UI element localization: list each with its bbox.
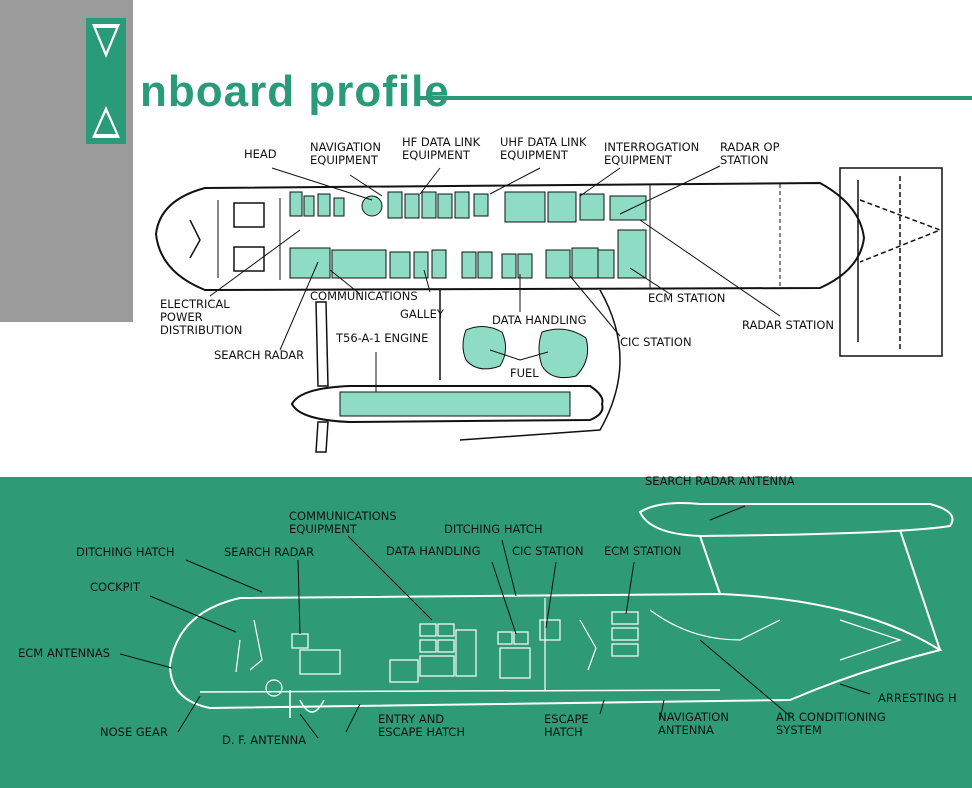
label-electrical-power: ELECTRICAL POWER DISTRIBUTION	[160, 297, 243, 337]
top-fuselage-plan	[154, 181, 866, 292]
label-ecm-station-bottom: ECM STATION	[604, 544, 682, 558]
label-ditching-hatch-mid: DITCHING HATCH	[444, 522, 543, 536]
label-df-antenna: D. F. ANTENNA	[222, 733, 307, 747]
top-cockpit-seats	[189, 202, 265, 272]
label-hf-data-link: HF DATA LINK EQUIPMENT	[402, 135, 481, 162]
label-ditching-hatch-left: DITCHING HATCH	[76, 545, 175, 559]
label-radar-station: RADAR STATION	[742, 318, 835, 332]
top-leader-lines	[209, 165, 781, 392]
label-engine: T56-A-1 ENGINE	[336, 331, 429, 345]
top-tail-assembly	[839, 167, 943, 357]
label-uhf-data-link: UHF DATA LINK EQUIPMENT	[500, 135, 587, 162]
label-nose-gear: NOSE GEAR	[100, 725, 168, 739]
bottom-interior-equipment	[235, 598, 902, 697]
label-cic-station-bottom: CIC STATION	[512, 544, 584, 558]
label-communications: COMMUNICATIONS	[310, 289, 418, 303]
label-navigation-antenna: NAVIGATION ANTENNA	[658, 710, 729, 737]
bottom-leader-lines	[119, 505, 871, 739]
label-ecm-station: ECM STATION	[648, 291, 726, 305]
label-air-conditioning: AIR CONDITIONING SYSTEM	[776, 710, 886, 737]
label-cic-station: CIC STATION	[620, 335, 692, 349]
y-shaped-initial-icon	[86, 18, 126, 144]
label-escape-hatch: ESCAPE HATCH	[544, 712, 589, 739]
label-head: HEAD	[244, 147, 277, 161]
label-data-handling-bottom: DATA HANDLING	[386, 544, 481, 558]
title-rule	[418, 96, 972, 100]
label-ecm-antennas: ECM ANTENNAS	[18, 646, 111, 660]
label-fuel: FUEL	[510, 366, 539, 380]
label-galley: GALLEY	[400, 307, 444, 321]
page-title: nboard profile	[140, 67, 450, 116]
label-search-radar-bottom: SEARCH RADAR	[224, 545, 315, 559]
label-radar-op-station: RADAR OP STATION	[720, 140, 780, 167]
top-equipment-racks	[289, 191, 647, 279]
label-entry-escape-hatch: ENTRY AND ESCAPE HATCH	[378, 712, 465, 739]
label-communications-equipment: COMMUNICATIONS EQUIPMENT	[289, 509, 397, 536]
label-search-radar-antenna: SEARCH RADAR ANTENNA	[645, 474, 795, 488]
label-navigation-equipment: NAVIGATION EQUIPMENT	[310, 140, 381, 167]
label-cockpit: COCKPIT	[90, 580, 141, 594]
label-search-radar: SEARCH RADAR	[214, 348, 305, 362]
label-data-handling: DATA HANDLING	[492, 313, 587, 327]
bottom-panel	[0, 477, 972, 788]
bottom-fuselage-profile	[168, 502, 954, 718]
top-engine-nacelle	[290, 289, 621, 453]
label-interrogation-equipment: INTERROGATION EQUIPMENT	[604, 140, 700, 167]
label-arresting-hook: ARRESTING H	[878, 691, 957, 705]
top-fuel-tanks	[462, 326, 589, 379]
